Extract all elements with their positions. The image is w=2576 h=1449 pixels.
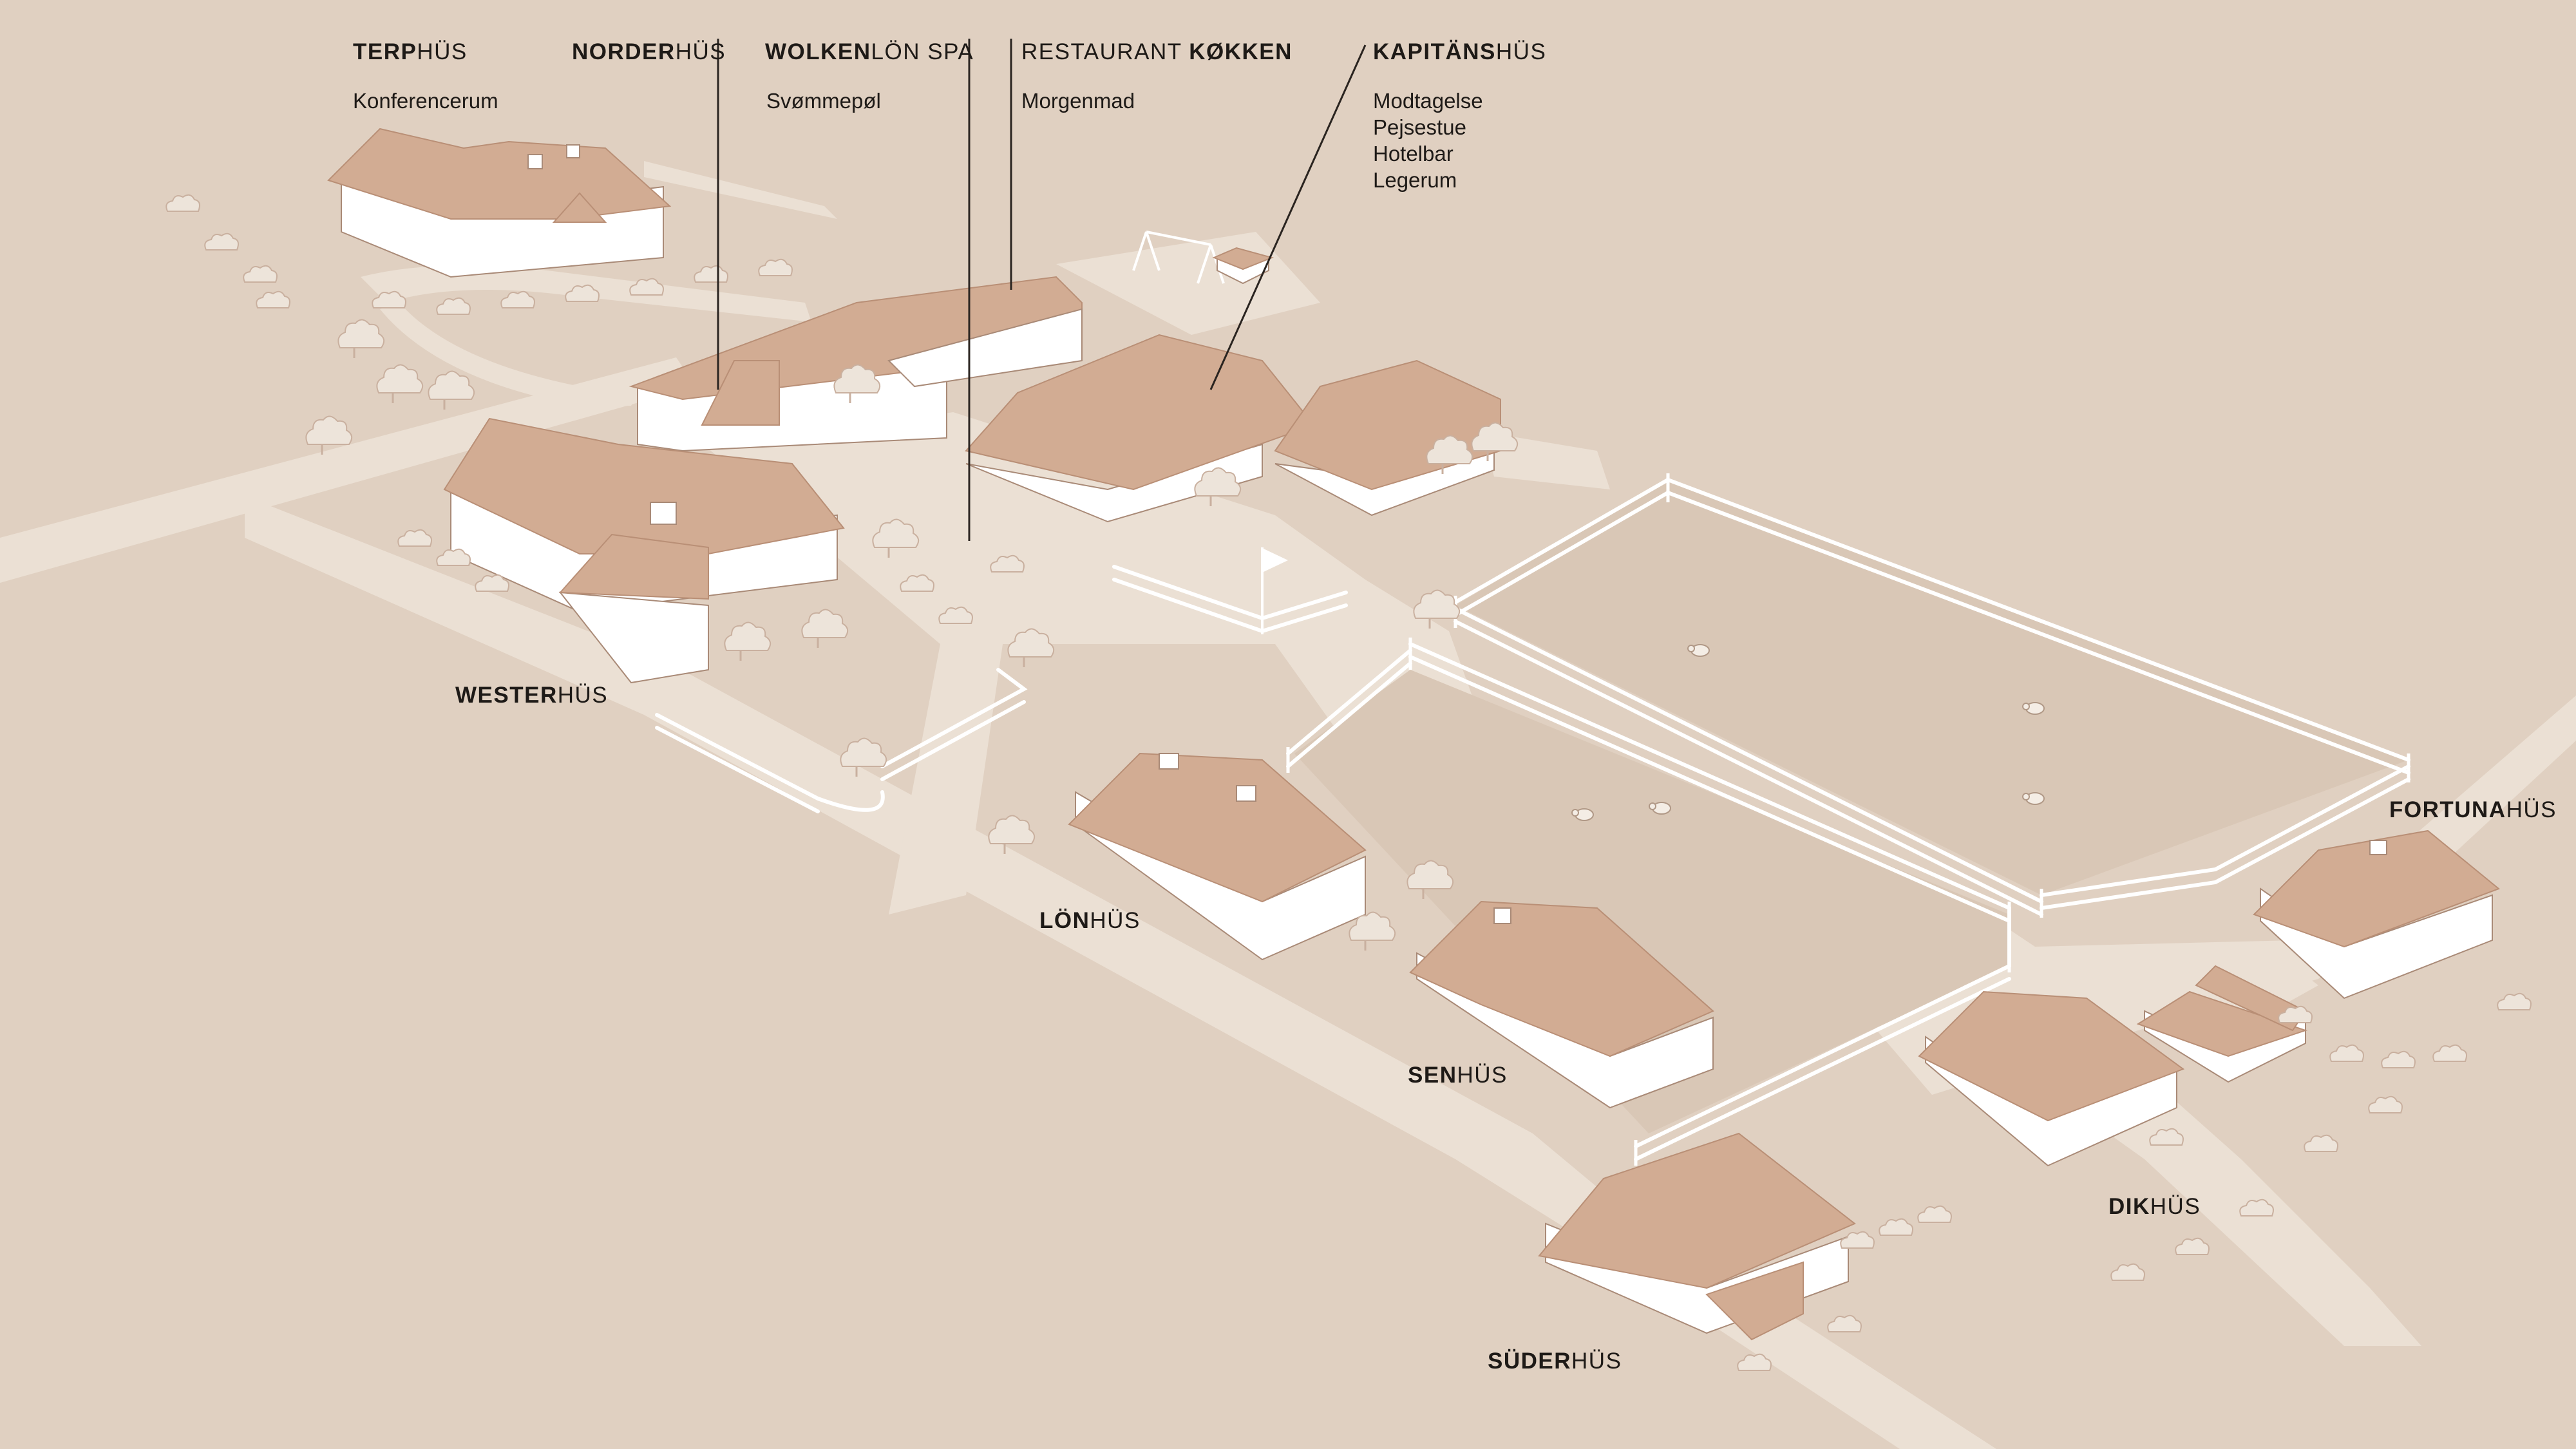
label-norderhus-bold: NORDER [572,39,676,64]
building-terphus [327,128,672,278]
wolkenlon-item: Svømmepøl [766,89,881,113]
label-dikhus-bold: DIK [2108,1194,2150,1219]
wolkenlon-items: Svømmepøl [766,88,881,114]
label-restaurant-kokken[interactable]: RESTAURANT KØKKEN [1021,41,1293,63]
building-senhus [1409,900,1714,1109]
label-kapitanshus[interactable]: KAPITÄNSHÜS [1373,41,1546,63]
label-kapitanshus-bold: KAPITÄNS [1373,39,1496,64]
building-shed [1212,247,1274,285]
label-suderhus-bold: SÜDER [1488,1349,1572,1374]
label-restaurant-rest: RESTAURANT [1021,39,1189,64]
paddock-upper [1455,480,2409,895]
label-westerhus-rest: HÜS [557,683,609,708]
kapitanshus-items: Modtagelse Pejsestue Hotelbar Legerum [1373,88,1483,193]
label-senhus[interactable]: SENHÜS [1408,1064,1508,1086]
label-fortunahus[interactable]: FORTUNAHÜS [2389,799,2557,821]
terphus-item: Konferencerum [353,89,498,113]
terphus-items: Konferencerum [353,88,498,114]
kapitanshus-item: Pejsestue [1373,115,1466,139]
flag-icon [1261,547,1288,634]
buildings [327,128,2500,1341]
label-norderhus-rest: HÜS [675,39,726,64]
restaurant-item: Morgenmad [1021,89,1135,113]
label-terphus[interactable]: TERPHÜS [353,41,468,63]
label-fortunahus-bold: FORTUNA [2389,797,2506,822]
building-garage [2136,965,2308,1083]
label-terphus-rest: HÜS [417,39,468,64]
building-lonhus [1068,752,1367,961]
label-wolkenlon-spa[interactable]: WOLKENLÖN SPA [765,41,974,63]
building-westerhus [443,417,845,684]
label-kapitanshus-rest: HÜS [1495,39,1547,64]
label-senhus-bold: SEN [1408,1063,1457,1088]
label-wolkenlon-bold: WOLKEN [765,39,871,64]
label-dikhus-rest: HÜS [2150,1194,2201,1219]
kapitanshus-item: Modtagelse [1373,89,1483,113]
label-lonhus-rest: HÜS [1090,908,1141,933]
label-westerhus[interactable]: WESTERHÜS [455,684,608,706]
label-lonhus-bold: LÖN [1039,908,1090,933]
label-suderhus-rest: HÜS [1571,1349,1622,1374]
leader-lines [717,39,1367,541]
kapitanshus-item: Hotelbar [1373,142,1454,166]
label-lonhus[interactable]: LÖNHÜS [1039,909,1141,932]
paddock-lower [1294,670,2009,1133]
restaurant-items: Morgenmad [1021,88,1135,114]
label-terphus-bold: TERP [353,39,417,64]
label-restaurant-bold: KØKKEN [1189,39,1293,64]
label-norderhus[interactable]: NORDERHÜS [572,41,726,63]
building-fortunahus [2253,829,2500,999]
label-wolkenlon-rest: LÖN SPA [871,39,974,64]
label-suderhus[interactable]: SÜDERHÜS [1488,1350,1622,1372]
label-dikhus[interactable]: DIKHÜS [2108,1195,2201,1218]
label-fortunahus-rest: HÜS [2506,797,2557,822]
label-westerhus-bold: WESTER [455,683,558,708]
building-dikhus [1918,990,2185,1167]
kapitanshus-item: Legerum [1373,168,1457,192]
label-senhus-rest: HÜS [1457,1063,1508,1088]
